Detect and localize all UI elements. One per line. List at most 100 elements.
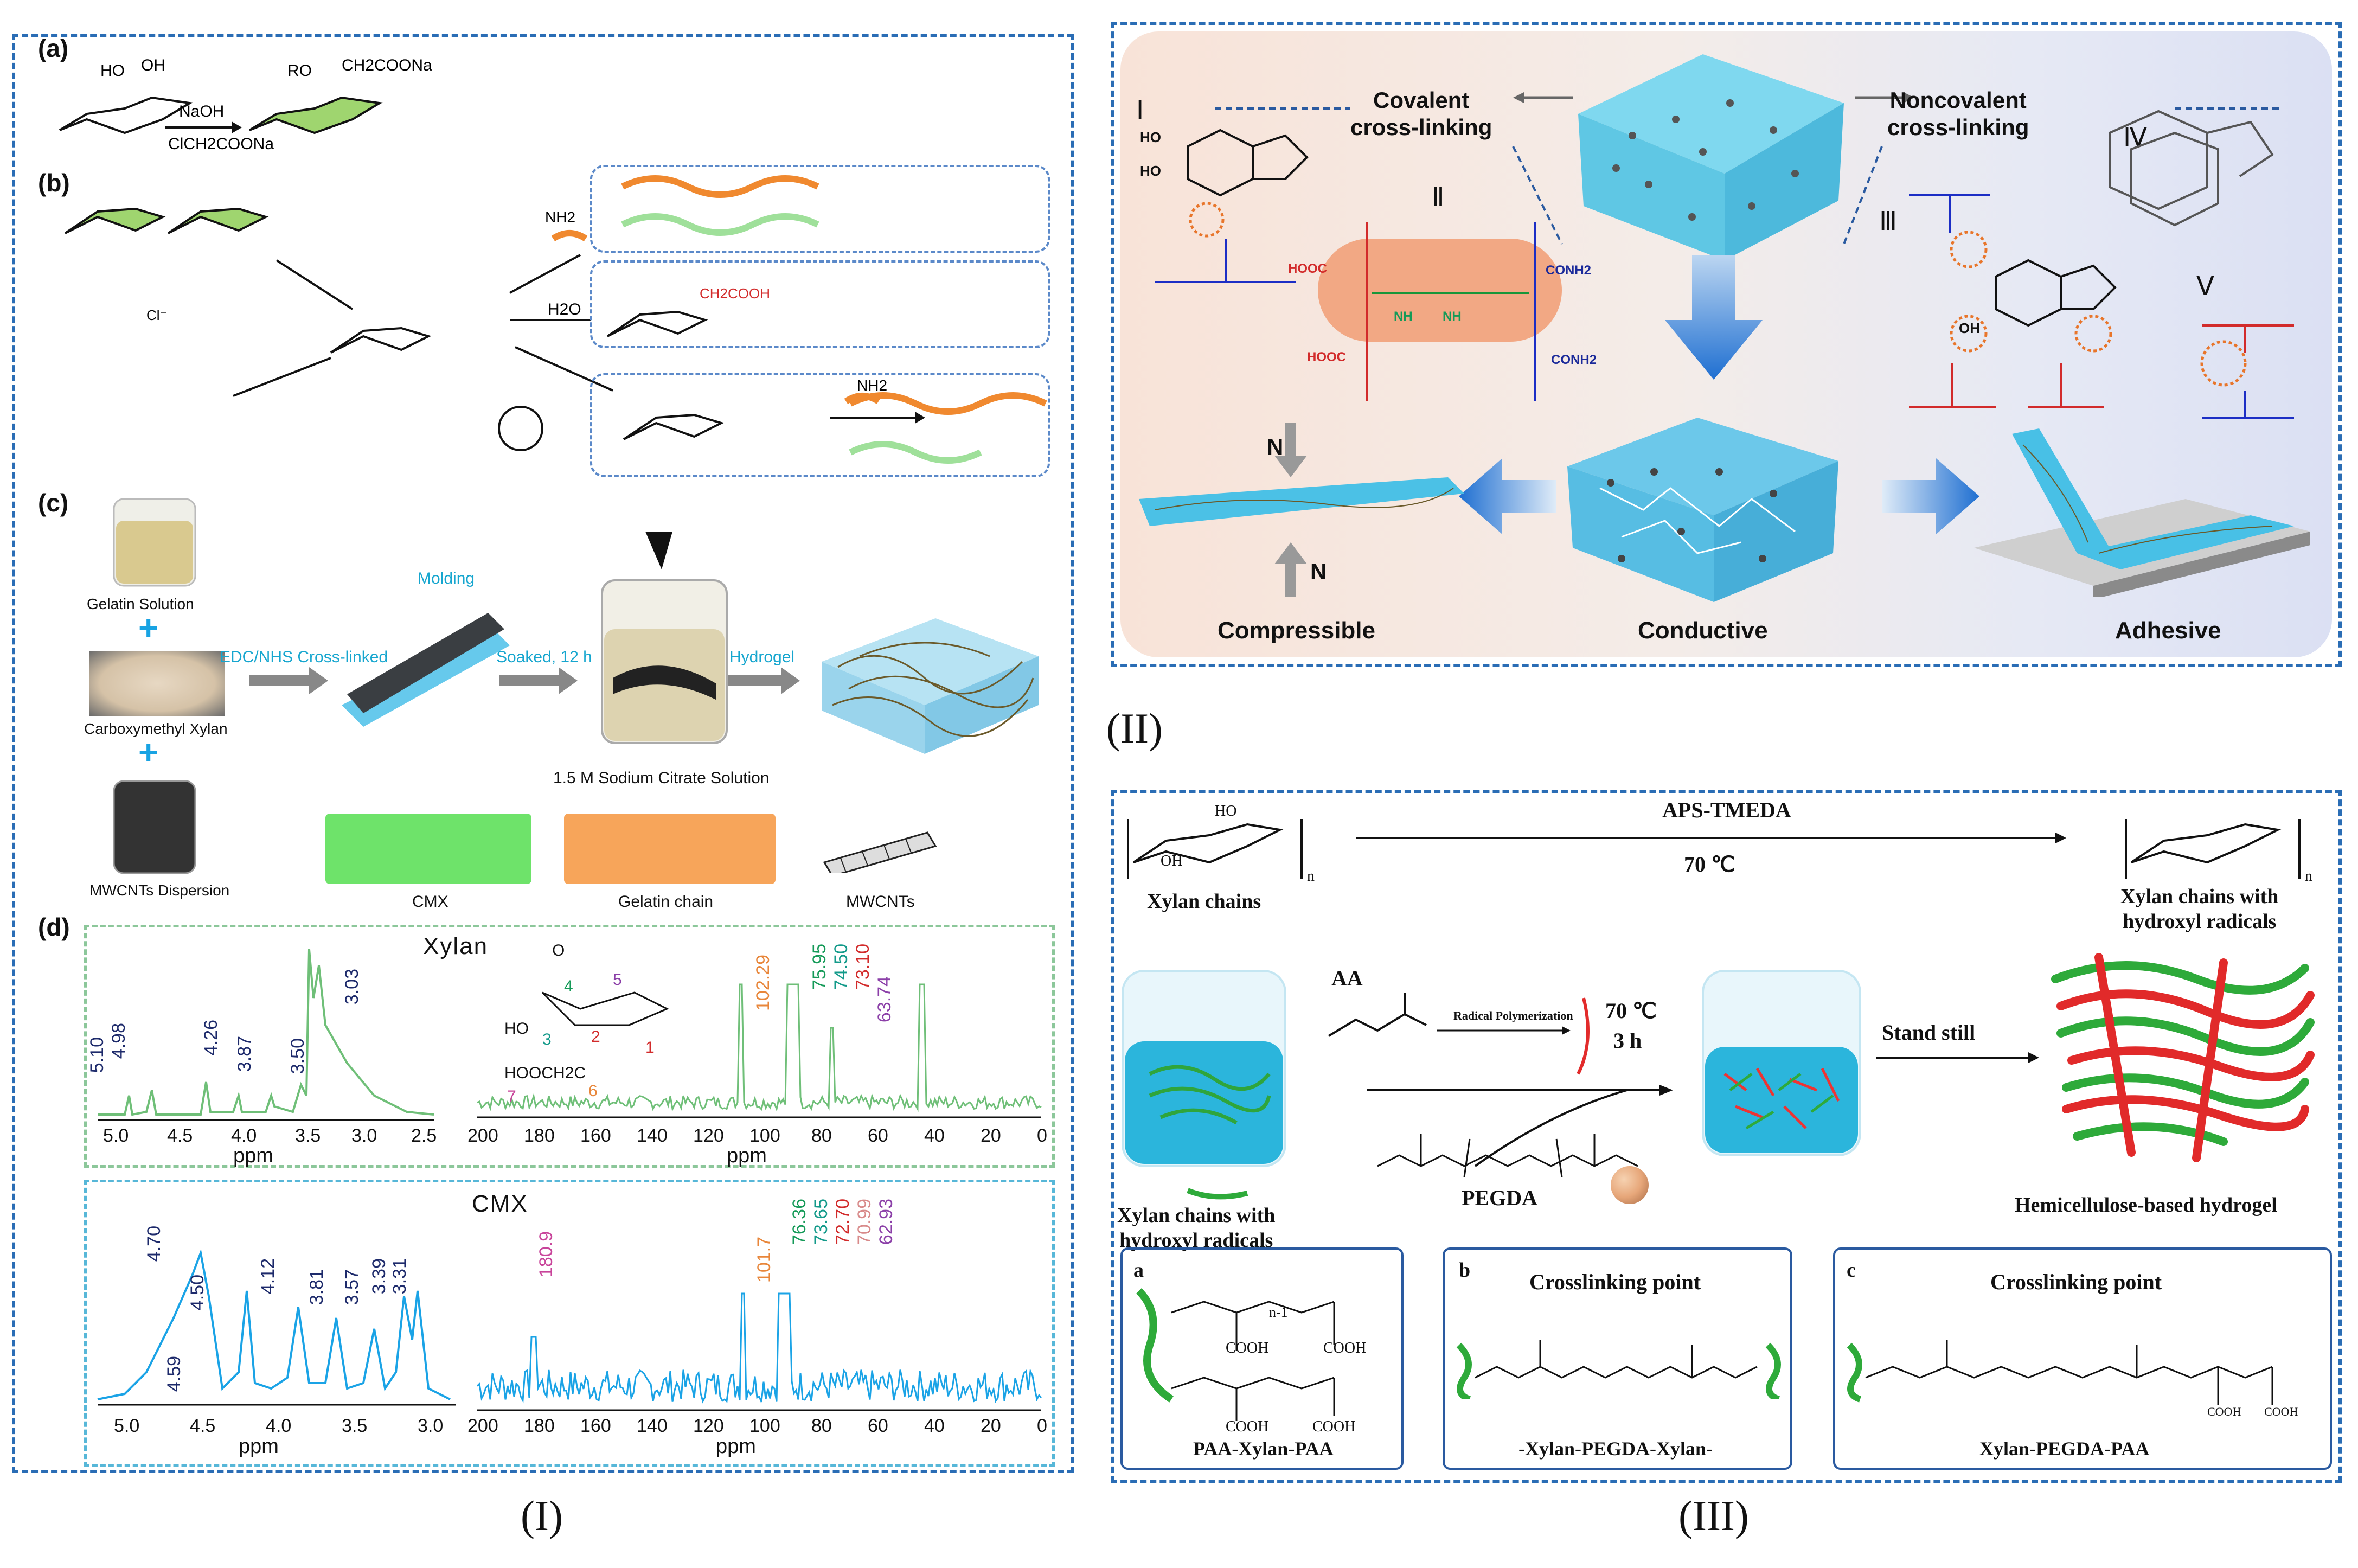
citrate-beaker xyxy=(601,532,728,744)
b-nh2-1: NH2 xyxy=(545,209,575,226)
cmx-13c-peak-7: 62.93 xyxy=(876,1199,896,1245)
cmx-1h-tick: 4.5 xyxy=(190,1416,216,1436)
box-a-label: a xyxy=(1133,1259,1144,1282)
cmx-13c-tick: 160 xyxy=(580,1416,611,1436)
hydrogel-block xyxy=(822,618,1039,754)
cmx-1h-peak-1: 4.70 xyxy=(144,1226,164,1262)
a-sub-oh: OH xyxy=(141,56,165,74)
pegda-structure xyxy=(1377,1134,1638,1177)
struct-n2: 2 xyxy=(591,1028,600,1046)
label-c: (c) xyxy=(38,489,69,517)
struct-n7: 7 xyxy=(507,1087,516,1105)
cmx-1h-peak-2: 4.50 xyxy=(187,1275,208,1311)
xylan-1h-tick-3: 4.0 xyxy=(231,1125,257,1146)
plus-1: + xyxy=(138,608,159,647)
n-bottom: N xyxy=(1310,559,1327,584)
soaked-label: Soaked, 12 h xyxy=(496,648,592,666)
cmx-13c-tick: 140 xyxy=(637,1416,668,1436)
a-reagent-bottom: ClCH2COONa xyxy=(168,135,274,153)
xylan-1h-tick-4: 3.5 xyxy=(295,1125,321,1146)
paa-xylan-structure xyxy=(1136,1288,1335,1421)
reaction-arrows xyxy=(1367,997,1673,1167)
structure-v xyxy=(2200,324,2294,419)
structure-ii-highlight xyxy=(1318,239,1562,342)
right-arrow xyxy=(1882,458,1979,534)
xylan-13c-peak-3: 74.50 xyxy=(831,944,851,990)
cmx-1h-peak-4: 4.12 xyxy=(258,1258,278,1295)
aps-sphere xyxy=(1611,1166,1649,1204)
label-d: (d) xyxy=(38,913,70,941)
a-sub-ho: HO xyxy=(100,62,125,80)
panel-i-frame xyxy=(12,34,1074,1473)
struct-o: O xyxy=(552,942,565,959)
box-c-cooh-2: COOH xyxy=(2264,1405,2298,1418)
panel-iii-caption: (III) xyxy=(1678,1492,1749,1539)
a-prod-ro: RO xyxy=(287,62,312,80)
stand-label: Stand still xyxy=(1882,1020,1976,1045)
b-nh2-2: NH2 xyxy=(857,377,887,394)
stand-arrow xyxy=(1876,1052,2039,1063)
time-label: 3 h xyxy=(1613,1028,1642,1053)
mwcnt-tube-icon xyxy=(823,831,937,873)
xylan-pegda-xylan-structure xyxy=(1456,1340,1781,1399)
cmx-powder-image xyxy=(89,651,225,716)
process-arrows xyxy=(249,667,800,694)
xylan-13c-tick: 120 xyxy=(693,1125,724,1146)
left-arrow xyxy=(1459,458,1556,534)
conductive-label: Conductive xyxy=(1638,617,1768,644)
cmx-13c-peak-5: 72.70 xyxy=(832,1199,853,1245)
box-c-name: Xylan-PEGDA-PAA xyxy=(1979,1438,2150,1460)
acrylic-acid-structure xyxy=(1328,993,1427,1037)
label-b: (b) xyxy=(38,169,70,197)
xylan-nmr-box xyxy=(84,925,1055,1168)
gelatin-chain-image xyxy=(564,814,776,884)
xylan-1h-peak-3: 4.26 xyxy=(201,1020,221,1056)
edc-label: EDC/NHS Cross-linked xyxy=(220,648,388,666)
ii-conh2-1: CONH2 xyxy=(1546,263,1592,278)
box-a xyxy=(1120,1247,1404,1470)
cmx-13c-ppm: ppm xyxy=(716,1435,756,1458)
ii-conh2-2: CONH2 xyxy=(1551,353,1597,367)
b-product-chains xyxy=(621,175,1047,464)
xylan-radical-structure xyxy=(2125,819,2301,879)
struct-ho: HO xyxy=(504,1020,529,1038)
green-chain-legend xyxy=(1187,1188,1248,1200)
ii-hooc-2: HOOC xyxy=(1307,350,1346,364)
box-a-cooh-1: COOH xyxy=(1226,1340,1269,1356)
xylan-1h-tick-6: 2.5 xyxy=(411,1125,437,1146)
structure-iii xyxy=(1909,194,2117,408)
cmx-chain-image xyxy=(325,814,531,884)
ii-nh-1: NH xyxy=(1394,309,1413,324)
roman-5: Ⅴ xyxy=(2196,272,2214,301)
iii-n2: n xyxy=(2305,868,2312,885)
structure-i xyxy=(1155,129,1309,283)
xylan-13c-tick: 200 xyxy=(467,1125,498,1146)
pegda-label: PEGDA xyxy=(1462,1186,1537,1210)
cmx-13c-tick: 120 xyxy=(693,1416,724,1436)
xylan-1h-peak-2: 4.98 xyxy=(108,1023,129,1059)
compressible-sheet xyxy=(1139,423,1464,597)
compressible-label: Compressible xyxy=(1218,617,1375,644)
cmx-1h-peak-8: 3.31 xyxy=(389,1258,410,1295)
cmx-1h-ppm: ppm xyxy=(239,1435,279,1458)
cmx-13c-spectrum xyxy=(477,1292,1042,1411)
ii-nh-2: NH xyxy=(1443,309,1462,324)
xylan-13c-tick: 60 xyxy=(868,1125,888,1146)
panel-i-caption: (I) xyxy=(521,1492,563,1539)
xylan-1h-tick-1: 5.0 xyxy=(103,1125,129,1146)
cmx-13c-tick: 200 xyxy=(467,1416,498,1436)
cmx-13c-tick: 20 xyxy=(981,1416,1001,1436)
panel-ii-frame xyxy=(1111,22,2342,667)
scheme-a: HO OH NaOH ClCH2COONa RO CH2COONa xyxy=(59,56,432,153)
conductive-cube xyxy=(1567,418,1838,602)
box-c-cooh-1: COOH xyxy=(2207,1405,2241,1418)
xylan-13c-ppm: ppm xyxy=(727,1144,767,1167)
struct-n1: 1 xyxy=(645,1039,655,1057)
double-arrow xyxy=(1513,92,1914,103)
hydrogel-cube-top xyxy=(1578,54,1844,260)
box-a-cooh-4: COOH xyxy=(1312,1418,1356,1435)
cmx-chain-label: CMX xyxy=(412,893,448,911)
xylan-1h-ppm: ppm xyxy=(233,1144,273,1167)
xylan-1h-peak-1: 5.10 xyxy=(87,1037,107,1073)
roman-1: Ⅰ xyxy=(1136,96,1144,125)
